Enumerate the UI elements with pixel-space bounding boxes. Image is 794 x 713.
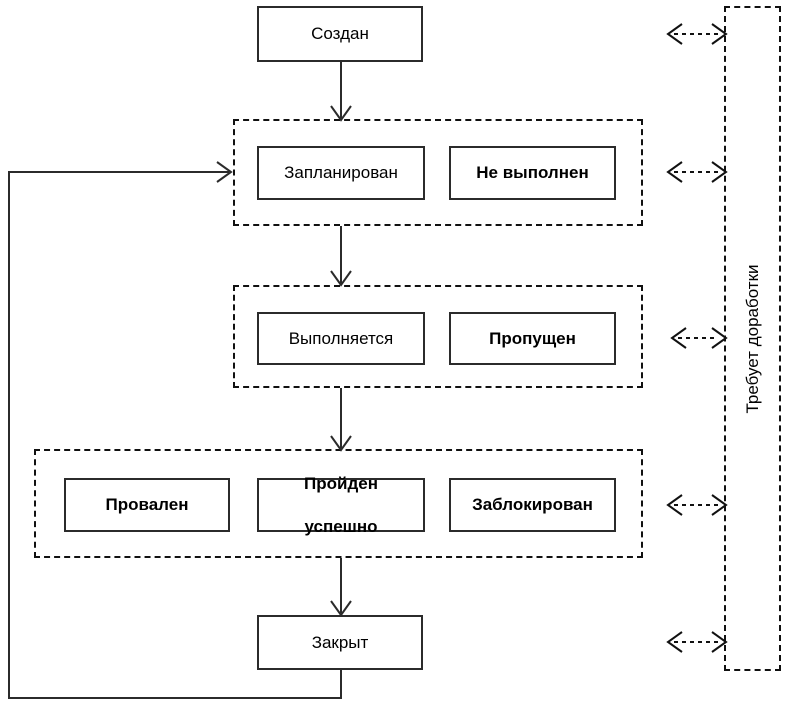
edge-results-to-closed: [330, 558, 352, 617]
state-closed[interactable]: Закрыт: [257, 615, 423, 670]
state-planned[interactable]: Запланирован: [257, 146, 425, 200]
state-not-executed[interactable]: Не выполнен: [449, 146, 616, 200]
edge-progress-to-results: [330, 388, 352, 452]
state-failed-label: Провален: [105, 495, 189, 515]
state-created-label: Создан: [311, 24, 369, 44]
state-in-progress[interactable]: Выполняется: [257, 312, 425, 365]
state-planned-label: Запланирован: [284, 163, 398, 183]
state-passed-label-line1: Пройден: [304, 474, 378, 494]
rework-panel-label: Требует доработки: [742, 263, 762, 414]
state-failed[interactable]: Провален: [64, 478, 230, 532]
edge-rework-results: [666, 494, 728, 516]
state-in-progress-label: Выполняется: [288, 328, 394, 348]
edge-rework-planned: [666, 161, 728, 183]
edge-planned-to-progress: [330, 226, 352, 287]
state-closed-label: Закрыт: [311, 632, 369, 652]
state-blocked-label: Заблокирован: [472, 495, 593, 515]
state-passed[interactable]: Пройден успешно: [257, 474, 425, 536]
state-passed-label-line2: успешно: [304, 516, 378, 536]
state-skipped[interactable]: Пропущен: [449, 312, 616, 365]
state-created[interactable]: Создан: [257, 6, 423, 62]
edge-rework-closed: [666, 631, 728, 653]
rework-panel[interactable]: Требует доработки: [724, 6, 781, 671]
state-blocked[interactable]: Заблокирован: [449, 478, 616, 532]
state-not-executed-label: Не выполнен: [476, 163, 589, 183]
state-skipped-label: Пропущен: [489, 328, 576, 348]
edge-rework-created: [666, 23, 728, 45]
edge-rework-progress: [670, 327, 728, 349]
edge-created-to-planned: [330, 62, 352, 122]
